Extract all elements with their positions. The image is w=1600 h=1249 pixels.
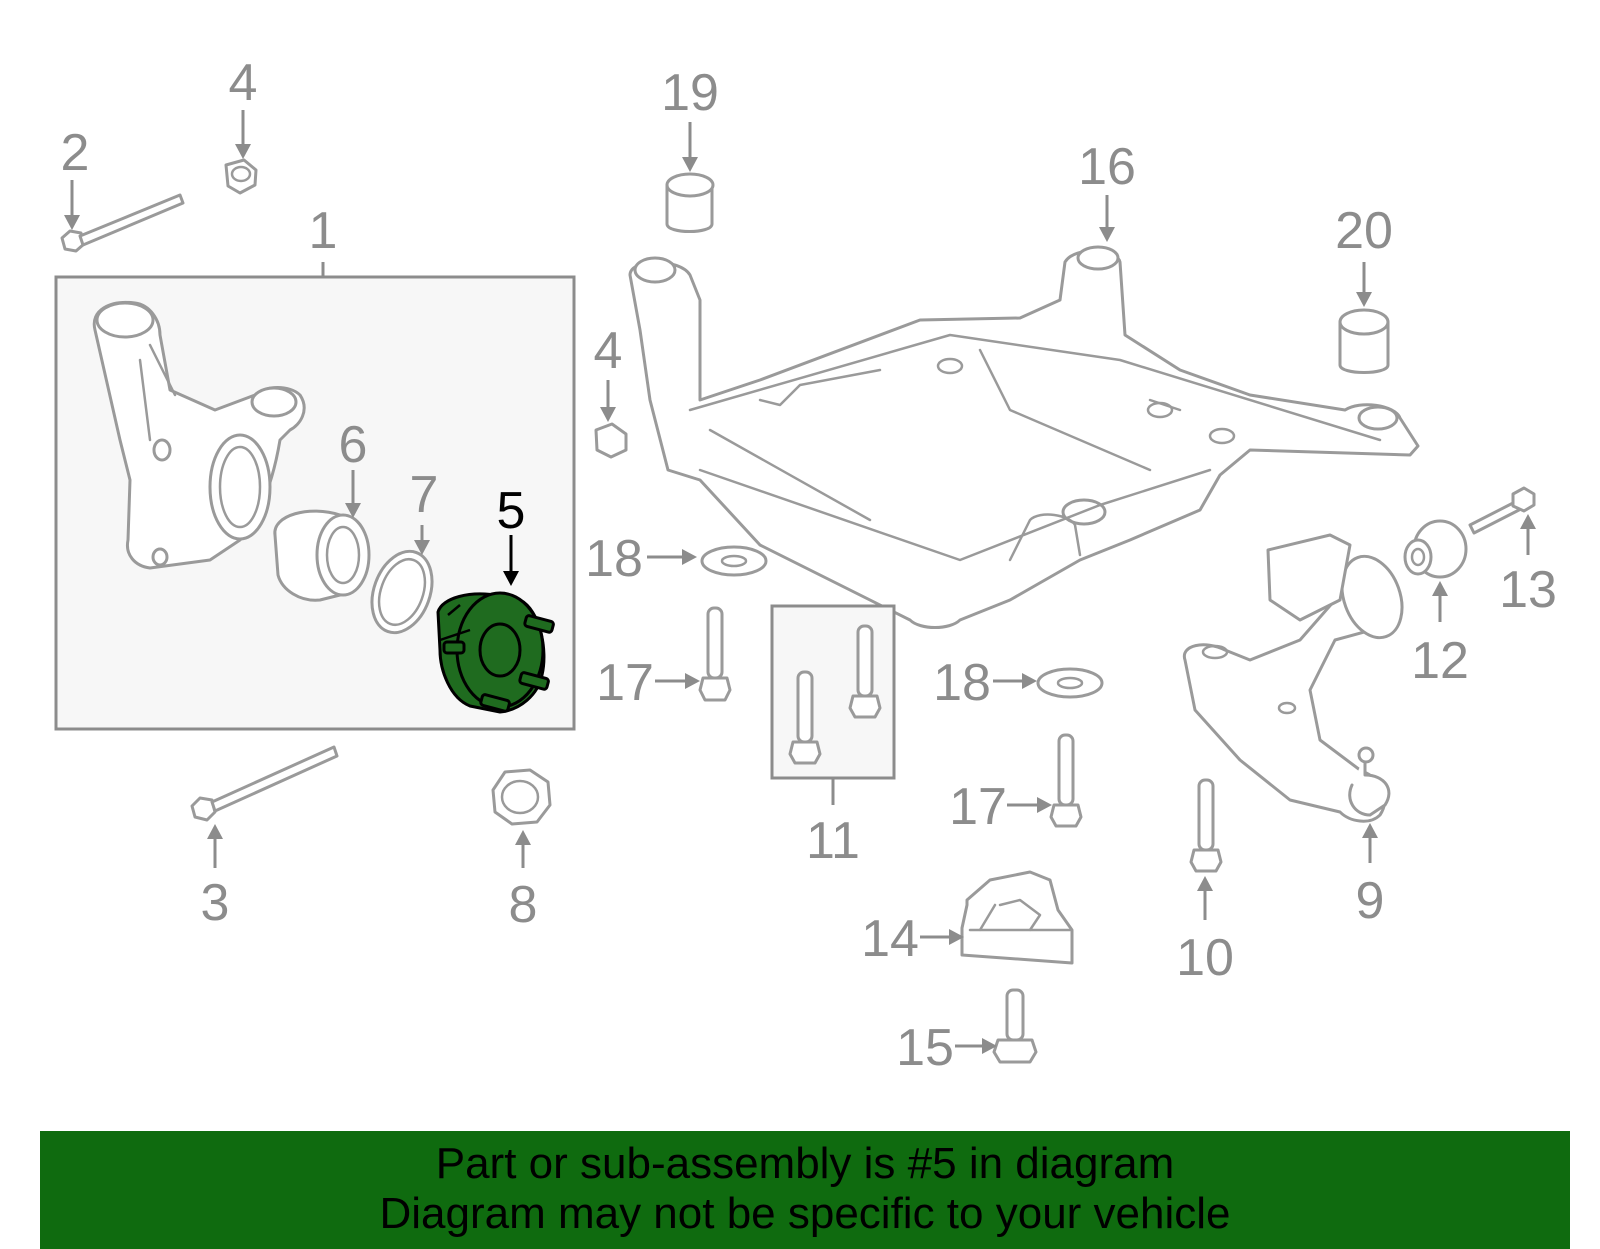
callout-7: 7 bbox=[410, 466, 439, 524]
callout-16: 16 bbox=[1078, 138, 1136, 196]
callout-17-left: 17 bbox=[596, 654, 654, 712]
callout-6: 6 bbox=[339, 416, 368, 474]
bolt-13 bbox=[1468, 486, 1536, 535]
washer-18-bottom bbox=[1036, 667, 1104, 699]
banner-line-2: Diagram may not be specific to your vehi… bbox=[379, 1189, 1231, 1238]
bolt-17-left bbox=[698, 606, 732, 702]
leader-arrows-up bbox=[207, 514, 1536, 920]
snap-ring bbox=[370, 549, 434, 635]
callout-3: 3 bbox=[201, 874, 230, 932]
bolt-15 bbox=[992, 988, 1038, 1064]
callout-14: 14 bbox=[861, 910, 919, 968]
callout-2: 2 bbox=[61, 124, 90, 182]
leader-arrows-right bbox=[647, 549, 1052, 1054]
callout-11: 11 bbox=[806, 812, 860, 870]
nut-4-top bbox=[224, 158, 258, 195]
bolt-17-right bbox=[1049, 733, 1083, 828]
wheel-hub-highlighted bbox=[436, 591, 555, 714]
callout-13: 13 bbox=[1499, 561, 1557, 619]
bushing-20 bbox=[1338, 308, 1390, 374]
callout-8: 8 bbox=[509, 876, 538, 934]
bolt-2 bbox=[60, 193, 185, 253]
leader-arrows bbox=[64, 110, 1372, 586]
callout-17-right: 17 bbox=[949, 778, 1007, 836]
callout-1: 1 bbox=[309, 202, 338, 260]
axle-nut-8 bbox=[491, 768, 552, 826]
callout-9: 9 bbox=[1356, 872, 1385, 930]
callout-19: 19 bbox=[661, 64, 719, 122]
callout-20: 20 bbox=[1335, 202, 1393, 260]
callout-15: 15 bbox=[896, 1019, 954, 1077]
callout-4-middle: 4 bbox=[594, 322, 623, 380]
bolt-11-b bbox=[848, 624, 882, 719]
bolt-11-a bbox=[788, 670, 822, 765]
callout-4-top: 4 bbox=[229, 54, 258, 112]
steering-knuckle bbox=[92, 300, 306, 570]
callout-labels: 1 2 3 4 4 5 6 7 8 9 10 11 12 13 14 15 16… bbox=[61, 54, 1557, 1077]
callout-12: 12 bbox=[1411, 632, 1469, 690]
washer-18-top bbox=[700, 545, 768, 577]
callout-18-bottom: 18 bbox=[933, 654, 991, 712]
callout-5: 5 bbox=[497, 482, 526, 540]
control-arm-9 bbox=[1182, 533, 1404, 823]
callout-18-top: 18 bbox=[585, 530, 643, 588]
bushing-12 bbox=[1403, 519, 1468, 579]
bolt-3 bbox=[190, 745, 339, 822]
callout-10: 10 bbox=[1176, 929, 1234, 987]
banner-line-1: Part or sub-assembly is #5 in diagram bbox=[435, 1139, 1175, 1188]
wheel-bearing bbox=[273, 509, 371, 602]
subframe bbox=[628, 245, 1420, 629]
nut-4-middle bbox=[594, 422, 628, 459]
bushing-19 bbox=[665, 172, 715, 233]
info-banner: Part or sub-assembly is #5 in diagram Di… bbox=[40, 1131, 1570, 1249]
bracket-14 bbox=[960, 870, 1074, 965]
bolt-10 bbox=[1189, 778, 1223, 873]
